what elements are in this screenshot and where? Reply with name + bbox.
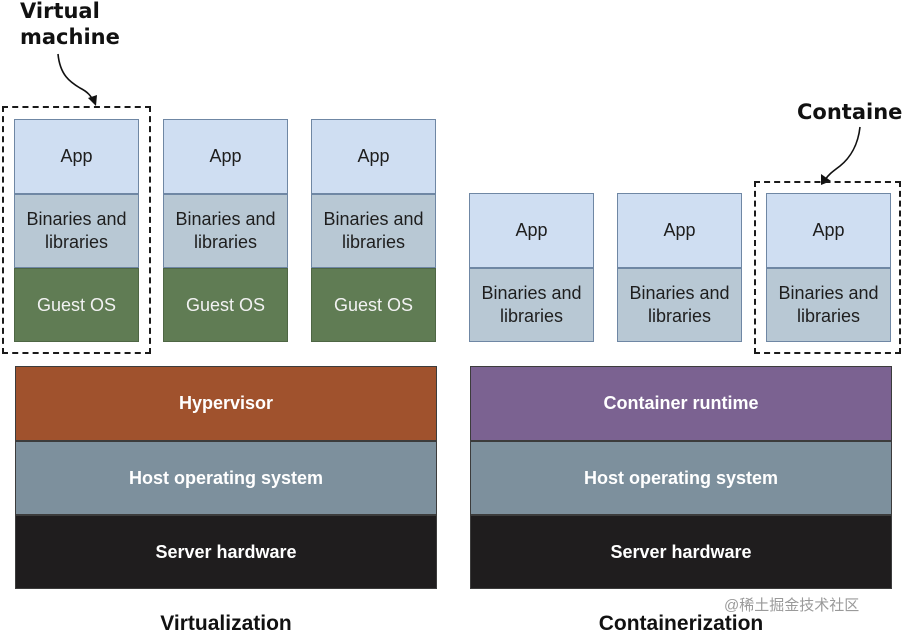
vm-host-os-layer: Host operating system <box>15 441 437 515</box>
container-3-binaries: Binaries and libraries <box>766 268 891 342</box>
vm-3-binaries: Binaries and libraries <box>311 194 436 268</box>
container-callout: Container <box>797 100 903 124</box>
container-1-app: App <box>469 193 594 268</box>
virtual-machine-highlight <box>2 106 151 354</box>
containerization-caption: Containerization <box>598 612 764 635</box>
vm-1-binaries: Binaries and libraries <box>14 194 139 268</box>
container-3-app: App <box>766 193 891 268</box>
vm-2-app: App <box>163 119 288 194</box>
vm-2-binaries: Binaries and libraries <box>163 194 288 268</box>
container-runtime-layer: Container runtime <box>470 366 892 441</box>
container-1-binaries: Binaries and libraries <box>469 268 594 342</box>
vm-1-guest-os: Guest OS <box>14 268 139 342</box>
vm-1-app: App <box>14 119 139 194</box>
container-server-hardware-layer: Server hardware <box>470 515 892 589</box>
container-host-os-layer: Host operating system <box>470 441 892 515</box>
virtual-machine-callout: Virtual machine <box>20 0 120 49</box>
container-2-binaries: Binaries and libraries <box>617 268 742 342</box>
container-highlight <box>754 181 901 354</box>
hypervisor-layer: Hypervisor <box>15 366 437 441</box>
watermark: @稀土掘金技术社区 <box>724 597 860 614</box>
virtualization-caption: Virtualization <box>160 612 292 635</box>
vm-2-guest-os: Guest OS <box>163 268 288 342</box>
vm-3-app: App <box>311 119 436 194</box>
vm-3-guest-os: Guest OS <box>311 268 436 342</box>
container-2-app: App <box>617 193 742 268</box>
vm-server-hardware-layer: Server hardware <box>15 515 437 589</box>
